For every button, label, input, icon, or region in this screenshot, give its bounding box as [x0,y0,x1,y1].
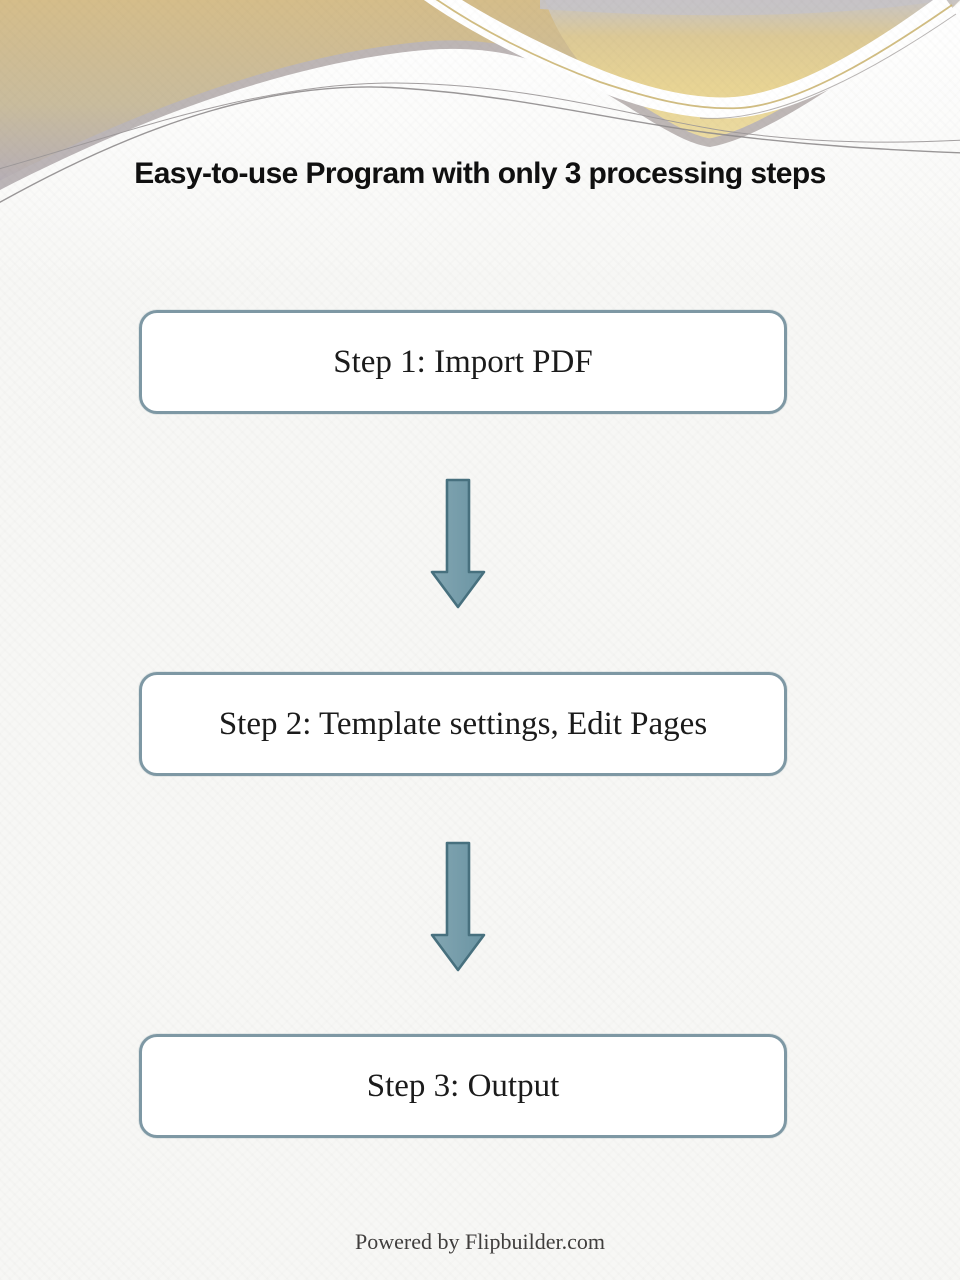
wave-thin-line-1 [0,86,960,204]
wave-thin-line-2 [0,82,960,170]
step-1-label: Step 1: Import PDF [333,343,593,380]
footer-credit-link[interactable]: Powered by Flipbuilder.com [355,1229,605,1254]
arrow-down-icon [430,478,486,609]
wave-gray-top-strip [540,0,945,16]
wave-gold-line [435,0,953,110]
step-2-label: Step 2: Template settings, Edit Pages [218,705,708,742]
wave-thin-line-3 [699,13,957,119]
step-3-label: Step 3: Output [366,1067,560,1104]
step-box-1: Step 1: Import PDF [139,310,787,414]
arrow-down-icon [430,841,486,972]
page-title: Easy-to-use Program with only 3 processi… [134,157,826,190]
step-box-3: Step 3: Output [139,1034,787,1138]
decorative-wave-header [0,0,960,280]
step-box-2: Step 2: Template settings, Edit Pages [139,672,787,776]
footer: Powered by Flipbuilder.com [0,1229,960,1255]
wave-white-region [0,2,960,280]
